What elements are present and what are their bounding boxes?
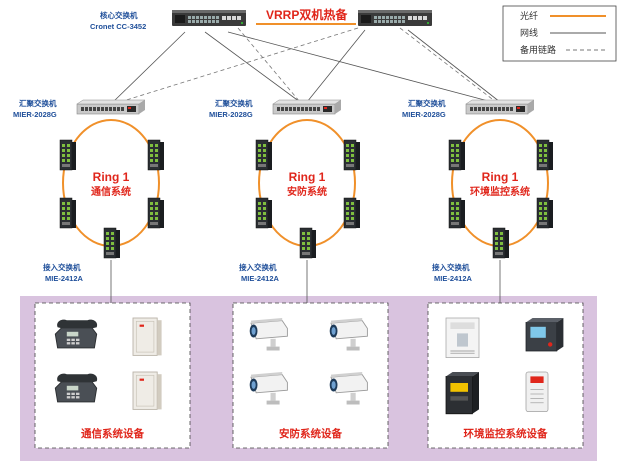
legend-network-label: 网线 <box>520 27 538 38</box>
equipment-label: 通信系统设备 <box>81 427 144 440</box>
agg-label-line2: MIER-2028G <box>209 110 253 119</box>
ring-switch-3[interactable] <box>448 197 466 229</box>
agg-label-line2: MIER-2028G <box>402 110 446 119</box>
ring-switch-4[interactable] <box>147 197 165 229</box>
agg-label-line1: 汇聚交换机 <box>408 98 446 108</box>
access-label-line2: MIE-2412A <box>241 274 280 283</box>
legend: 光纤 网线 备用链路 <box>502 5 617 62</box>
page-title: VRRP双机热备 <box>266 7 348 22</box>
equipment-label: 安防系统设备 <box>279 427 342 440</box>
ring-switch-3[interactable] <box>59 197 77 229</box>
access-switch[interactable] <box>103 227 121 259</box>
agg-label-line1: 汇聚交换机 <box>215 98 253 108</box>
network-links <box>112 23 501 103</box>
ring-switch-4[interactable] <box>536 197 554 229</box>
ring-system-name: 环境监控系统 <box>470 185 530 198</box>
access-label-line2: MIE-2412A <box>45 274 84 283</box>
ring-system-name: 通信系统 <box>91 185 131 198</box>
ring-system-name: 安防系统 <box>287 185 327 198</box>
agg-label-line1: 汇聚交换机 <box>19 98 57 108</box>
agg-label-line2: MIER-2028G <box>13 110 57 119</box>
detector-icon[interactable] <box>525 371 549 413</box>
legend-fiber-label: 光纤 <box>520 10 538 21</box>
ring-switch-3[interactable] <box>255 197 273 229</box>
ring-switch-2[interactable] <box>147 139 165 171</box>
ring-name: Ring 1 <box>93 170 130 184</box>
cabinet-icon[interactable] <box>132 317 163 356</box>
core-label-line1: 核心交换机 <box>100 10 138 20</box>
monitor-icon[interactable] <box>525 317 564 352</box>
link-core-b-agg-2 <box>306 29 366 103</box>
legend-backup-label: 备用链路 <box>520 44 556 55</box>
cabinet-icon[interactable] <box>132 371 163 410</box>
link-core-a-agg-1 <box>112 31 186 103</box>
ring-switch-4[interactable] <box>343 197 361 229</box>
access-label-line2: MIE-2412A <box>434 274 473 283</box>
core-switch-right[interactable] <box>358 10 432 26</box>
sensor-icon[interactable] <box>445 317 480 359</box>
access-switch[interactable] <box>492 227 510 259</box>
phone-icon[interactable] <box>54 319 98 349</box>
ring-name: Ring 1 <box>482 170 519 184</box>
core-switch-left[interactable] <box>172 10 246 26</box>
access-label-line1: 接入交换机 <box>239 262 277 272</box>
access-label-line1: 接入交换机 <box>432 262 470 272</box>
ring-switch-1[interactable] <box>59 139 77 171</box>
aggregation-switch[interactable] <box>272 99 342 115</box>
core-label-line2: Cronet CC-3452 <box>90 22 146 31</box>
ring-switch-1[interactable] <box>448 139 466 171</box>
backup-core-b-agg-1 <box>119 27 359 103</box>
ring-switch-2[interactable] <box>343 139 361 171</box>
aggregation-switch[interactable] <box>76 99 146 115</box>
ring-name: Ring 1 <box>289 170 326 184</box>
ups-icon[interactable] <box>445 371 480 415</box>
link-core-a-agg-2 <box>204 31 301 103</box>
phone-icon[interactable] <box>54 373 98 403</box>
link-core-a-agg-3 <box>227 31 493 103</box>
equipment-label: 环境监控系统设备 <box>464 427 548 440</box>
access-switch[interactable] <box>299 227 317 259</box>
access-label-line1: 接入交换机 <box>43 262 81 272</box>
backup-core-a-agg-2 <box>237 27 301 103</box>
ring-switch-2[interactable] <box>536 139 554 171</box>
aggregation-switch[interactable] <box>465 99 535 115</box>
backup-core-b-agg-3 <box>399 27 497 103</box>
ring-switch-1[interactable] <box>255 139 273 171</box>
link-core-b-agg-3 <box>407 29 501 103</box>
